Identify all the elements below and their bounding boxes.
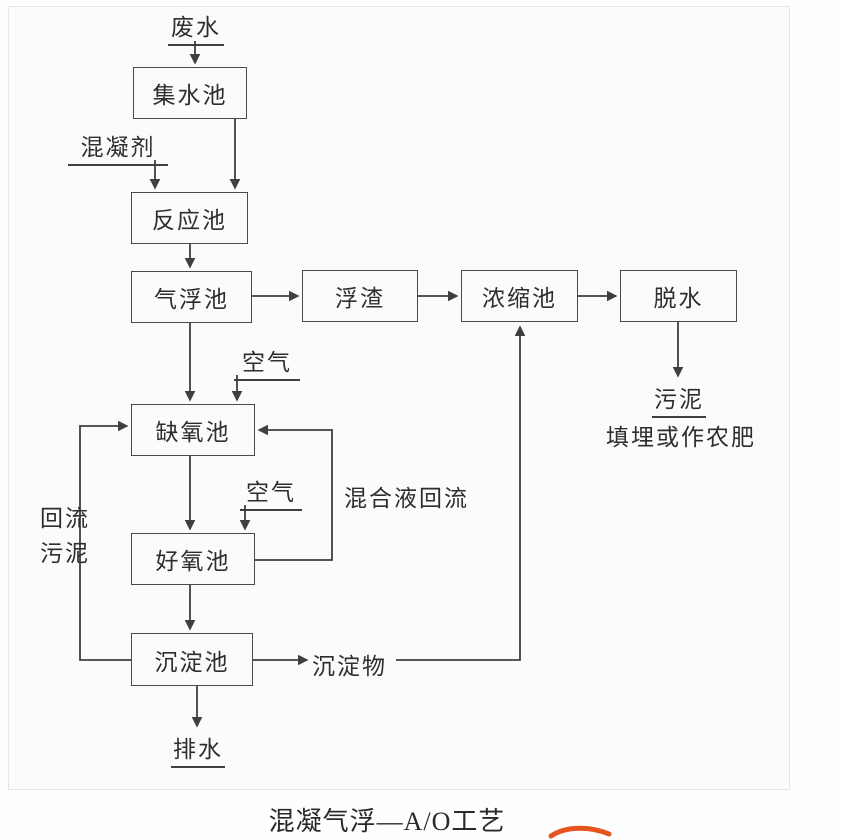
flow-arrows-layer <box>79 41 684 728</box>
node-thickening-tank: 浓缩池 <box>461 270 578 322</box>
label-coagulant: 混凝剂 <box>68 128 168 166</box>
node-reaction-tank: 反应池 <box>131 192 248 244</box>
watermark-stroke <box>548 825 612 839</box>
label-return-sludge-2: 污泥 <box>40 541 90 566</box>
label-sludge: 污泥 <box>652 380 706 418</box>
label-air-to-aerobic: 空气 <box>240 473 302 511</box>
label-sediment: 沉淀物 <box>312 654 387 679</box>
node-flotation-tank: 气浮池 <box>131 271 252 323</box>
edge-mixed-liquor-return <box>255 424 333 561</box>
label-sludge-disposal: 填埋或作农肥 <box>606 425 756 450</box>
diagram-title: 混凝气浮—A/O工艺 <box>268 807 506 836</box>
node-anoxic-tank: 缺氧池 <box>131 404 255 456</box>
label-mixed-liquor-return: 混合液回流 <box>344 486 469 511</box>
node-scum: 浮渣 <box>302 270 418 322</box>
node-dewatering: 脱水 <box>620 270 737 322</box>
label-wastewater: 废水 <box>168 8 224 46</box>
label-air-to-anoxic: 空气 <box>234 343 300 381</box>
node-sedimentation-tank: 沉淀池 <box>131 633 253 686</box>
node-aerobic-tank: 好氧池 <box>131 533 255 585</box>
label-drainage: 排水 <box>171 730 225 768</box>
edge-return-sludge <box>79 420 131 661</box>
edge-sediment-to-thickening <box>396 325 526 661</box>
label-return-sludge-1: 回流 <box>40 506 90 531</box>
node-collection-tank: 集水池 <box>133 67 247 119</box>
